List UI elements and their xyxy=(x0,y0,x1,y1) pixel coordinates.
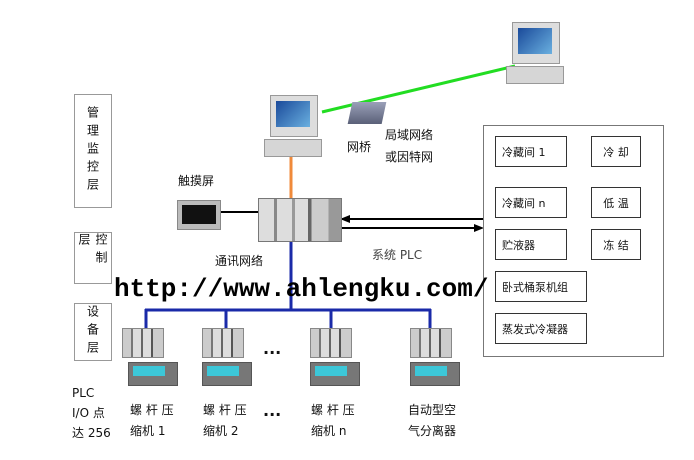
freezing: 冻 结 xyxy=(591,229,641,260)
evaporative-condenser: 蒸发式冷凝器 xyxy=(495,313,587,344)
lan-label: 局域网络 xyxy=(385,128,434,142)
low-temp: 低 温 xyxy=(591,187,641,218)
io-note-line: PLC xyxy=(72,386,95,400)
bridge-icon xyxy=(347,102,387,124)
device-panel-icon xyxy=(128,362,178,386)
device-label-line: 缩机 1 xyxy=(130,424,166,438)
device-panel-icon xyxy=(310,362,360,386)
device-label: 螺 杆 压缩机 2 xyxy=(203,400,247,442)
device-label-line: 自动型空 xyxy=(408,403,457,417)
device-panel-icon xyxy=(202,362,252,386)
ellipsis: ... xyxy=(263,339,282,358)
arrow-left-icon xyxy=(340,215,350,223)
layer-control: 控制层 xyxy=(74,232,112,284)
comm-network-label: 通讯网络 xyxy=(215,254,264,268)
device-label-line: 气分离器 xyxy=(408,424,457,438)
layer-management: 管理监控层 xyxy=(74,94,112,208)
device-label: 螺 杆 压缩机 1 xyxy=(130,400,174,442)
arrow-right-icon xyxy=(474,224,484,232)
bridge-label: 网桥 xyxy=(347,140,372,154)
device-plc-icon xyxy=(410,328,452,358)
device-label-line: 螺 杆 压 xyxy=(203,403,247,417)
refrigeration-panel: 冷藏间 1 冷藏间 n 贮液器 卧式桶泵机组 蒸发式冷凝器 冷 却 低 温 冻 … xyxy=(483,125,664,357)
device-label-line: 螺 杆 压 xyxy=(311,403,355,417)
device-label-line: 螺 杆 压 xyxy=(130,403,174,417)
device-label-line: 缩机 n xyxy=(311,424,347,438)
io-note-line: I/O 点 xyxy=(72,406,105,420)
device-plc-icon xyxy=(122,328,164,358)
device-label: 自动型空气分离器 xyxy=(408,400,456,442)
layer-device: 设备层 xyxy=(74,303,112,361)
io-note-line: 达 256 xyxy=(72,426,111,440)
liquid-receiver: 贮液器 xyxy=(495,229,567,260)
system-plc-icon xyxy=(258,198,342,242)
ellipsis: ... xyxy=(263,401,282,420)
pump-unit: 卧式桶泵机组 xyxy=(495,271,587,302)
cooling: 冷 却 xyxy=(591,136,641,167)
cold-room-n: 冷藏间 n xyxy=(495,187,567,218)
lan-label-2: 或因特网 xyxy=(385,150,434,164)
device-label: 螺 杆 压缩机 n xyxy=(311,400,355,442)
monitor-computer-icon xyxy=(264,95,322,157)
system-plc-label: 系统 PLC xyxy=(372,248,423,262)
device-plc-icon xyxy=(202,328,244,358)
device-panel-icon xyxy=(410,362,460,386)
watermark: http://www.ahlengku.com/ xyxy=(114,274,489,304)
io-note: PLC I/O 点 达 256 xyxy=(72,383,111,443)
touch-screen-icon xyxy=(177,200,221,230)
device-label-line: 缩机 2 xyxy=(203,424,239,438)
remote-computer-icon xyxy=(506,22,564,84)
touch-screen-label: 触摸屏 xyxy=(178,174,215,188)
cold-room-1: 冷藏间 1 xyxy=(495,136,567,167)
device-plc-icon xyxy=(310,328,352,358)
